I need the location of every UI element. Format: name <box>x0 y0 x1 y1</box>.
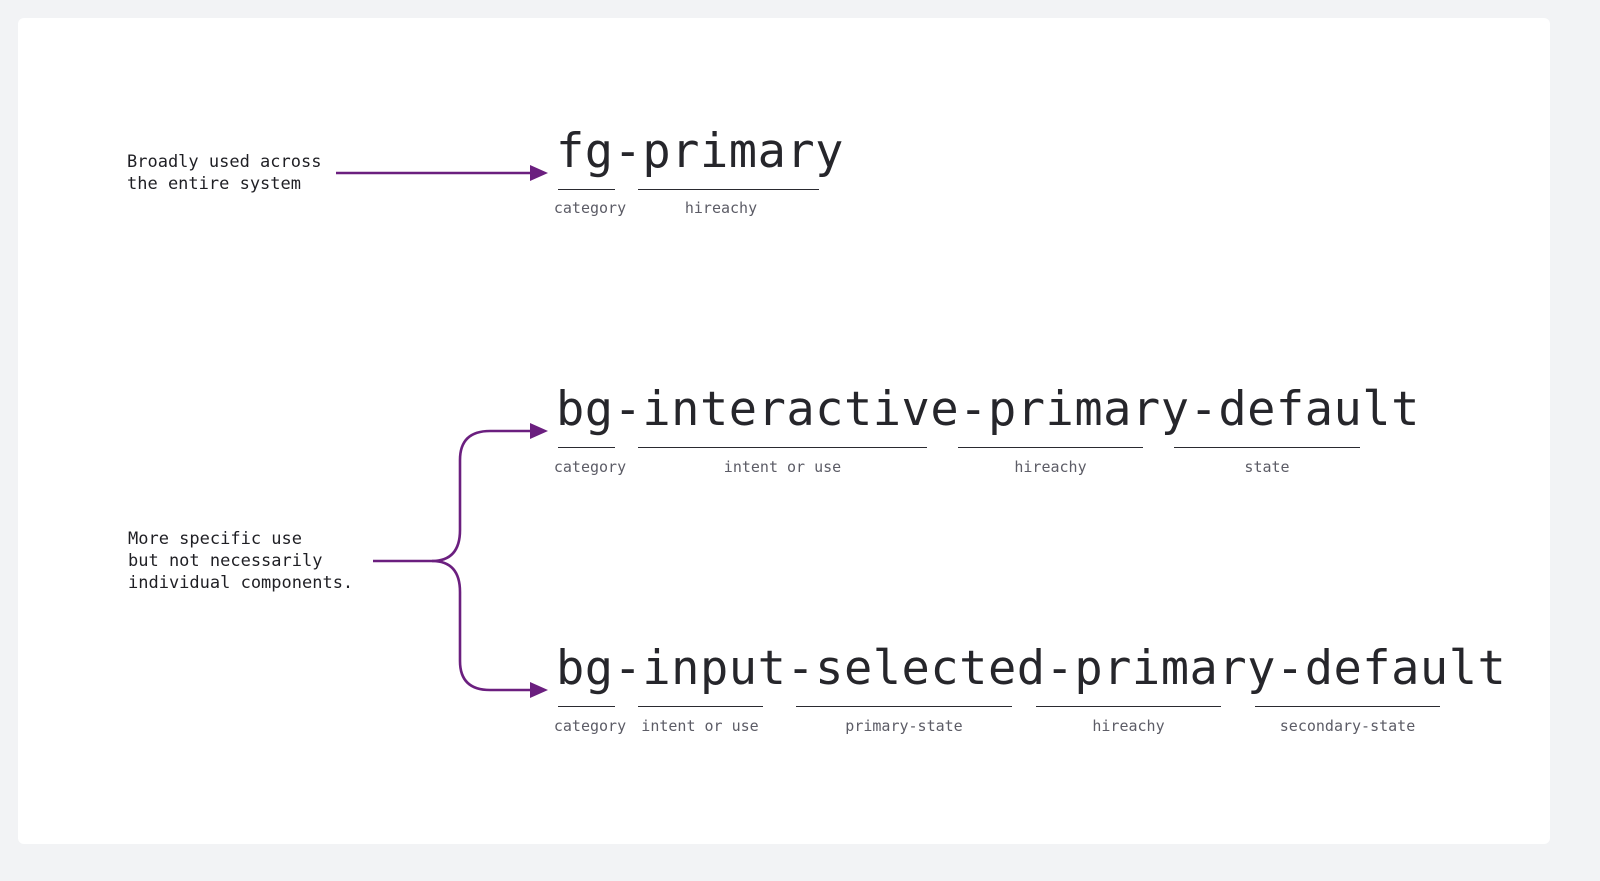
note-specific-line-2: but not necessarily <box>128 551 323 571</box>
segment-label: hireachy <box>684 199 758 217</box>
note-specific-line-1: More specific use <box>128 529 302 549</box>
token-fg-primary: fg-primary <box>556 124 844 179</box>
segment-label: intent or use <box>723 458 842 476</box>
segment-underline <box>638 706 763 707</box>
segment-underline <box>958 447 1143 448</box>
note-specific: More specific use but not necessarily in… <box>128 528 353 594</box>
arrowhead-lower <box>530 682 548 698</box>
token-bg-interactive-primary-default: bg-interactive-primary-default <box>556 382 1420 437</box>
note-broad: Broadly used across the entire system <box>127 151 321 195</box>
segment-underline <box>1036 706 1221 707</box>
arrow-branch-lower <box>431 559 534 692</box>
segment-label: category <box>553 199 627 217</box>
segment-underline <box>796 706 1012 707</box>
segment-label: category <box>553 717 627 735</box>
arrowhead-broad <box>530 165 548 181</box>
note-broad-line-2: the entire system <box>127 174 301 194</box>
segment-underline <box>638 189 819 190</box>
arrow-branch-upper <box>373 429 534 563</box>
segment-label: category <box>553 458 627 476</box>
segment-underline <box>558 706 615 707</box>
segment-underline <box>558 447 615 448</box>
segment-underline <box>638 447 927 448</box>
note-broad-line-1: Broadly used across <box>127 152 322 172</box>
segment-label: hireachy <box>1092 717 1165 735</box>
segment-label: secondary-state <box>1279 717 1416 735</box>
note-specific-line-3: individual components. <box>128 573 354 593</box>
segment-underline <box>1255 706 1440 707</box>
token-bg-input-selected-primary-default: bg-input-selected-primary-default <box>556 641 1507 696</box>
segment-label: intent or use <box>641 717 759 735</box>
segment-label: state <box>1244 458 1290 476</box>
segment-underline <box>1174 447 1360 448</box>
arrowhead-upper <box>530 423 548 439</box>
segment-label: primary-state <box>845 717 963 735</box>
segment-underline <box>558 189 615 190</box>
segment-label: hireachy <box>1014 458 1087 476</box>
